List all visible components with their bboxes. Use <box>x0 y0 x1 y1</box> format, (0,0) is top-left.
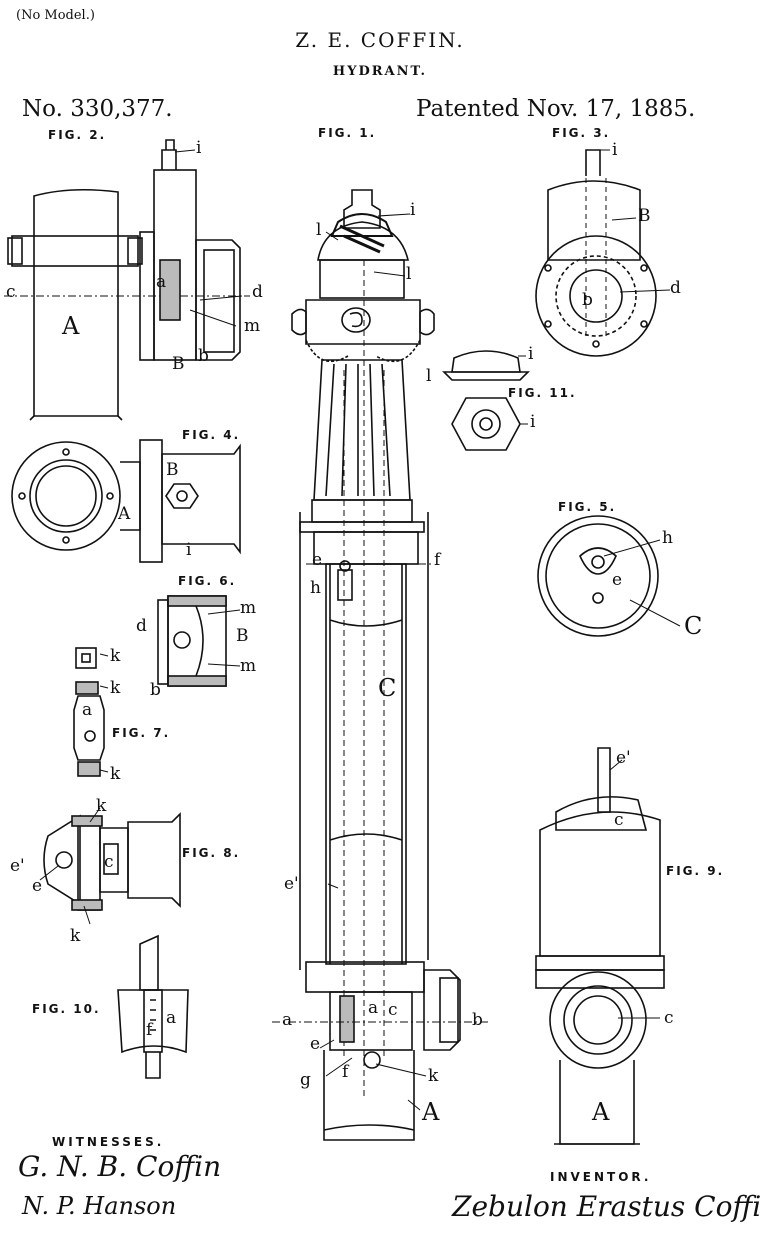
label-B: B <box>638 206 651 226</box>
label-i: i <box>196 138 201 158</box>
label-e-prime: e' <box>616 748 631 768</box>
fig9-caption: FIG. 9. <box>666 864 724 878</box>
label-C: C <box>378 674 396 702</box>
label-k: k <box>96 796 106 816</box>
label-m: m <box>240 656 256 676</box>
label-f: f <box>434 550 440 570</box>
fig10-caption: FIG. 10. <box>32 1002 101 1016</box>
fig4-top-view <box>12 440 240 562</box>
label-m: m <box>240 598 256 618</box>
label-c: c <box>388 1000 398 1020</box>
fig1-caption: FIG. 1. <box>318 126 376 140</box>
label-B: B <box>166 460 179 480</box>
label-b: b <box>472 1010 483 1030</box>
label-A: A <box>422 1098 439 1126</box>
fig3-front-view <box>536 150 656 356</box>
label-g: g <box>300 1070 311 1090</box>
label-m: m <box>244 316 260 336</box>
fig5-section <box>538 516 658 636</box>
label-i: i <box>410 200 415 220</box>
label-k: k <box>110 646 120 666</box>
label-B: B <box>236 626 249 646</box>
fig6-valve-section <box>158 596 226 686</box>
label-A: A <box>592 1098 609 1126</box>
label-a: a <box>368 998 378 1018</box>
fig8-caption: FIG. 8. <box>182 846 240 860</box>
fig3-caption: FIG. 3. <box>552 126 610 140</box>
fig11-cap <box>444 351 528 450</box>
label-l: l <box>426 366 431 386</box>
witness1-signature: G. N. B. Coffin <box>18 1150 221 1183</box>
label-a: a <box>156 272 166 292</box>
label-c: c <box>664 1008 674 1028</box>
fig6-caption: FIG. 6. <box>178 574 236 588</box>
witness2-signature: N. P. Hanson <box>22 1192 176 1220</box>
label-f: f <box>342 1062 348 1082</box>
fig1-hydrant <box>272 190 490 1140</box>
inventor-heading: INVENTOR. <box>550 1170 651 1184</box>
label-i: i <box>186 540 191 560</box>
label-c: c <box>6 282 16 302</box>
label-e: e <box>310 1034 320 1054</box>
label-f: f <box>146 1020 152 1040</box>
label-B: B <box>172 354 185 374</box>
fig2-caption: FIG. 2. <box>48 128 106 142</box>
label-e: e <box>312 550 322 570</box>
label-h: h <box>662 528 673 548</box>
fig4-caption: FIG. 4. <box>182 428 240 442</box>
label-e-prime: e' <box>284 874 299 894</box>
fig9-base-view <box>536 748 664 1144</box>
label-b: b <box>582 290 593 310</box>
label-A: A <box>118 504 130 524</box>
label-d: d <box>252 282 263 302</box>
fig5-caption: FIG. 5. <box>558 500 616 514</box>
label-i: i <box>530 412 535 432</box>
label-e: e <box>612 570 622 590</box>
label-c: c <box>104 852 114 872</box>
label-b: b <box>150 680 161 700</box>
label-k: k <box>70 926 80 946</box>
label-k: k <box>110 678 120 698</box>
label-h: h <box>310 578 321 598</box>
label-C: C <box>684 612 702 640</box>
label-e: e <box>32 876 42 896</box>
fig7-caption: FIG. 7. <box>112 726 170 740</box>
fig2-side-section <box>4 140 250 420</box>
label-a: a <box>282 1010 292 1030</box>
label-k: k <box>428 1066 438 1086</box>
label-l: l <box>406 264 411 284</box>
label-a: a <box>82 700 92 720</box>
label-i: i <box>528 344 533 364</box>
label-d: d <box>136 616 147 636</box>
inventor-signature: Zebulon Erastus Coffin <box>452 1190 760 1223</box>
fig11-caption: FIG. 11. <box>508 386 577 400</box>
fig10-stem-detail <box>118 936 188 1078</box>
label-l: l <box>316 220 321 240</box>
label-d: d <box>670 278 681 298</box>
label-A: A <box>62 312 79 340</box>
label-a: a <box>166 1008 176 1028</box>
label-e-prime: e' <box>10 856 25 876</box>
label-c: c <box>614 810 624 830</box>
label-i: i <box>612 140 617 160</box>
label-b: b <box>198 346 209 366</box>
witnesses-heading: WITNESSES. <box>52 1135 164 1149</box>
label-k: k <box>110 764 120 784</box>
